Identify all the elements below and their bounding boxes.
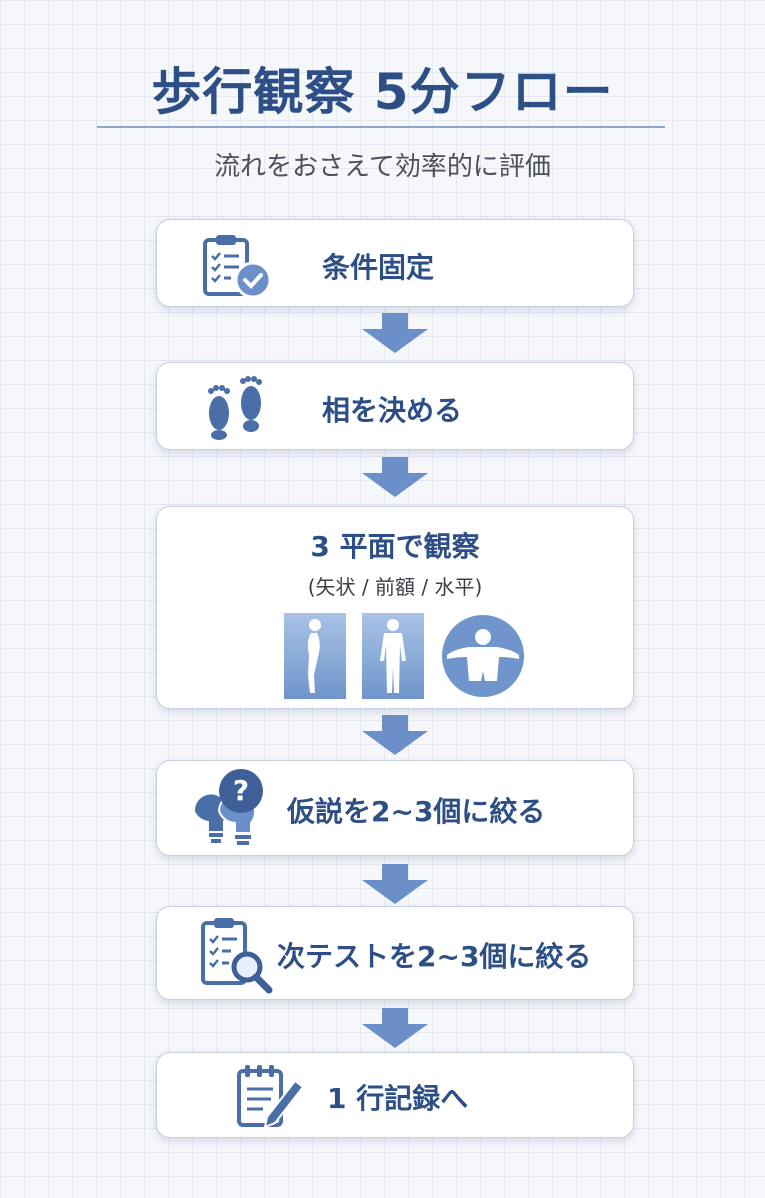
step-label: 次テストを2~3個に絞る	[277, 940, 592, 973]
footprints-icon	[203, 375, 273, 445]
step-label: 1 行記録へ	[327, 1082, 469, 1115]
step-label: 3 平面で観察	[310, 530, 480, 563]
step-sublabel: (矢状 / 前額 / 水平)	[307, 575, 483, 599]
step-card-next-tests: 次テストを2~3個に絞る	[156, 906, 634, 1000]
step-label: 条件固定	[322, 251, 435, 284]
title-divider	[97, 126, 665, 128]
step-card-record: 1 行記録へ	[156, 1052, 634, 1138]
arrow-down-icon	[362, 1008, 428, 1048]
step-label: 仮説を2~3個に絞る	[287, 795, 546, 828]
notepad-pencil-icon	[237, 1063, 309, 1133]
sagittal-plane-figure	[284, 613, 346, 703]
page-subtitle: 流れをおさえて効率的に評価	[214, 152, 551, 182]
step-label: 相を決める	[322, 394, 463, 427]
lightbulb-question-icon: ?	[189, 767, 275, 853]
arrow-down-icon	[362, 864, 428, 904]
arrow-down-icon	[362, 715, 428, 755]
arrow-down-icon	[362, 457, 428, 497]
transverse-plane-figure	[441, 613, 525, 703]
step-card-phase: 相を決める	[156, 362, 634, 450]
checklist-magnifier-icon	[201, 917, 277, 999]
step-card-condition: 条件固定	[156, 219, 634, 307]
clipboard-check-icon	[201, 234, 281, 304]
step-card-hypothesis: ? 仮説を2~3個に絞る	[156, 760, 634, 856]
frontal-plane-figure	[362, 613, 424, 703]
page-title: 歩行観察 5分フロー	[151, 63, 614, 121]
arrow-down-icon	[362, 313, 428, 353]
svg-text:?: ?	[233, 774, 249, 807]
step-card-three-planes: 3 平面で観察 (矢状 / 前額 / 水平)	[156, 506, 634, 709]
